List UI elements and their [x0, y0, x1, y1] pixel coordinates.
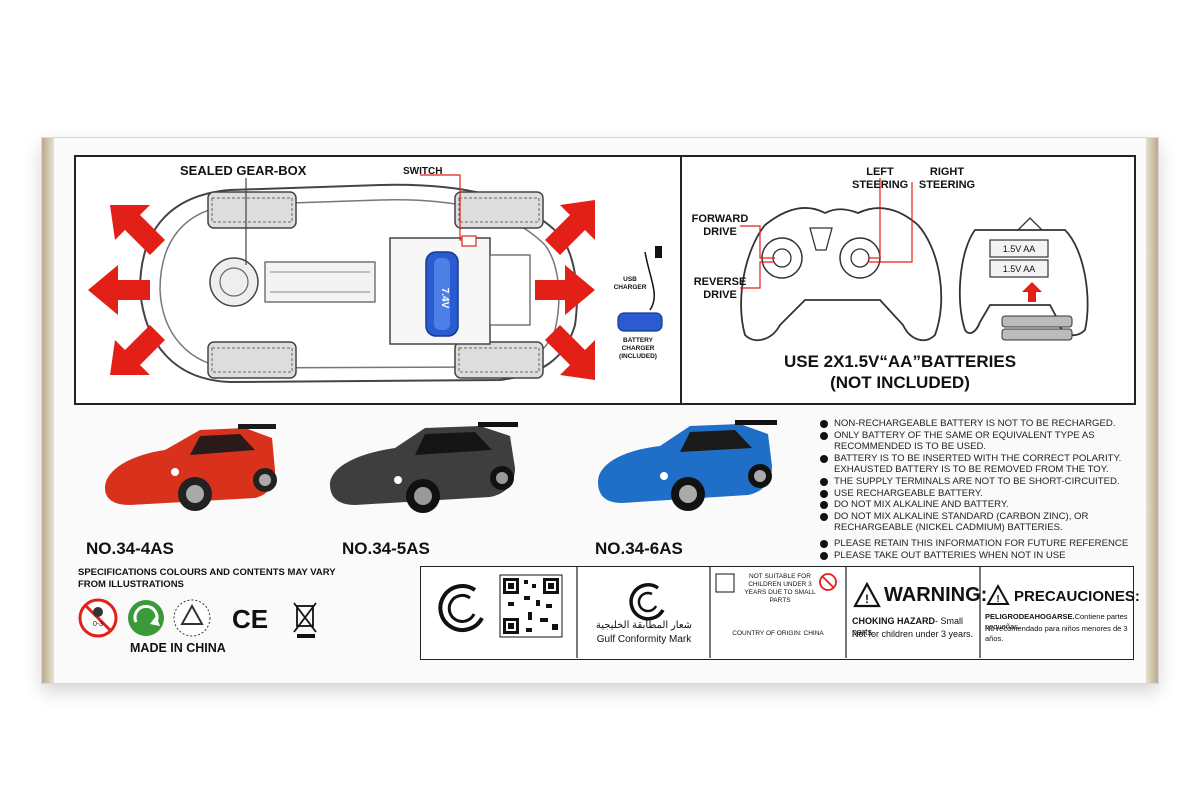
not-suitable-text: NOT SUITABLE FOR CHILDREN UNDER 3 YEARS …	[744, 573, 816, 604]
warning-item: THE SUPPLY TERMINALS ARE NOT TO BE SHORT…	[820, 476, 1140, 488]
right-steering-label: RIGHT STEERING	[918, 166, 976, 191]
left-steering-label: LEFT STEERING	[852, 166, 909, 191]
battery-warnings: NON-RECHARGEABLE BATTERY IS NOT TO BE RE…	[820, 418, 1140, 561]
battery-note: (NOT INCLUDED)	[830, 373, 970, 392]
peligro-text: PELIGRODEAHOGARSE.Contiene partes pequeñ…	[985, 612, 1128, 631]
reverse-drive-label: REVERSE DRIVE	[693, 276, 747, 301]
battery-charger-label: BATTERY CHARGER (INCLUDED)	[619, 337, 657, 360]
battery-slot-1: 1.5V AA	[1002, 244, 1036, 254]
usb-charger-label: USB CHARGER	[613, 276, 647, 291]
warning-item: NON-RECHARGEABLE BATTERY IS NOT TO BE RE…	[820, 418, 1140, 430]
not-for-children: Not for children under 3 years.	[852, 629, 974, 639]
no-recomendado-text: No recomendado para niños menores de 3 a…	[985, 624, 1128, 643]
age-mark-text: 0-3	[92, 621, 104, 628]
choking-hazard: CHOKING HAZARD- Small parts.	[852, 616, 964, 637]
made-in-china: MADE IN CHINA	[130, 641, 226, 655]
package-right-edge	[1146, 138, 1158, 683]
package-left-edge	[42, 138, 54, 683]
car-chassis-panel	[74, 155, 682, 405]
warning-item: USE RECHARGEABLE BATTERY.	[820, 488, 1140, 500]
warning-item: PLEASE TAKE OUT BATTERIES WHEN NOT IN US…	[820, 550, 1140, 562]
country-origin-text: COUNTRY OF ORIGIN: CHINA	[732, 630, 824, 637]
gulf-arabic-text: شعار المطابقة الخليجية	[595, 620, 693, 631]
forward-drive-label: FORWARD DRIVE	[691, 213, 749, 238]
model-blue: NO.34-6AS	[595, 539, 683, 558]
gearbox-label: SEALED GEAR-BOX	[180, 163, 307, 178]
warning-item: PLEASE RETAIN THIS INFORMATION FOR FUTUR…	[820, 538, 1140, 550]
gulf-mark-text: Gulf Conformity Mark	[596, 634, 692, 645]
warning-item: BATTERY IS TO BE INSERTED WITH THE CORRE…	[820, 453, 1140, 476]
precautions-title: PRECAUCIONES:	[1014, 588, 1140, 605]
warning-item: DO NOT MIX ALKALINE STANDARD (CARBON ZIN…	[820, 511, 1140, 534]
battery-instruction: USE 2X1.5V“AA”BATTERIES	[783, 352, 1017, 371]
spec-note: SPECIFICATIONS COLOURS AND CONTENTS MAY …	[78, 567, 336, 590]
model-grey: NO.34-5AS	[342, 539, 430, 558]
switch-label: SWITCH	[403, 166, 443, 177]
warning-item: ONLY BATTERY OF THE SAME OR EQUIVALENT T…	[820, 430, 1140, 453]
battery-slot-2: 1.5V AA	[1002, 264, 1036, 274]
warning-item: DO NOT MIX ALKALINE AND BATTERY.	[820, 499, 1140, 511]
warning-title: WARNING:	[884, 584, 988, 606]
model-red: NO.34-4AS	[86, 539, 174, 558]
